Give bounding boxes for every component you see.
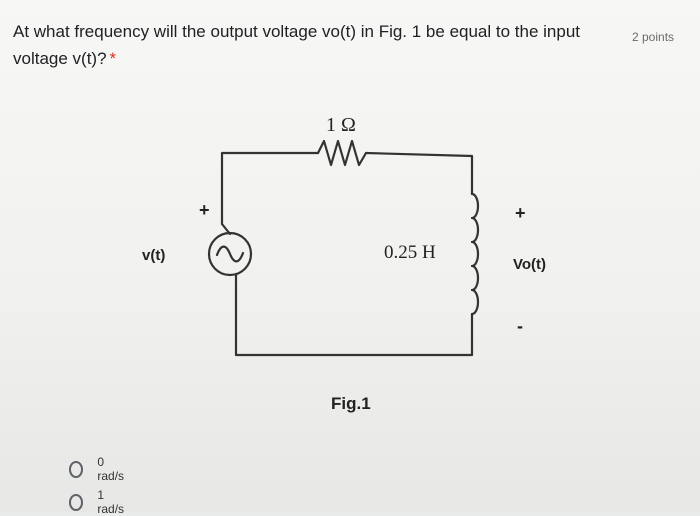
resistor-label: 1 Ω: [326, 114, 356, 136]
top-wire-left: [220, 151, 320, 226]
radio-button[interactable]: [69, 493, 84, 511]
bottom-wire: [234, 272, 474, 357]
inductor-symbol: [470, 192, 480, 316]
inductor-label: 0.25 H: [384, 242, 436, 263]
source-label: v(t): [142, 247, 165, 264]
required-asterisk: *: [109, 49, 117, 68]
output-minus-sign: -: [517, 316, 523, 336]
question-title: At what frequency will the output voltag…: [13, 18, 603, 72]
points-label: 2 points: [632, 30, 675, 44]
question-text: At what frequency will the output voltag…: [13, 22, 581, 68]
top-wire-right: [364, 151, 474, 196]
source-plus-sign: +: [199, 200, 210, 220]
resistor-symbol: [316, 139, 368, 167]
option-0-rad-s[interactable]: 0 rad/s: [69, 455, 127, 483]
sine-wave-icon: [215, 245, 245, 263]
output-label: Vo(t): [513, 256, 546, 273]
ac-source-symbol: [207, 231, 253, 277]
option-label: 0 rad/s: [97, 455, 125, 483]
figure-caption: Fig.1: [331, 394, 371, 413]
radio-button[interactable]: [69, 460, 84, 478]
output-plus-sign: +: [515, 203, 526, 223]
